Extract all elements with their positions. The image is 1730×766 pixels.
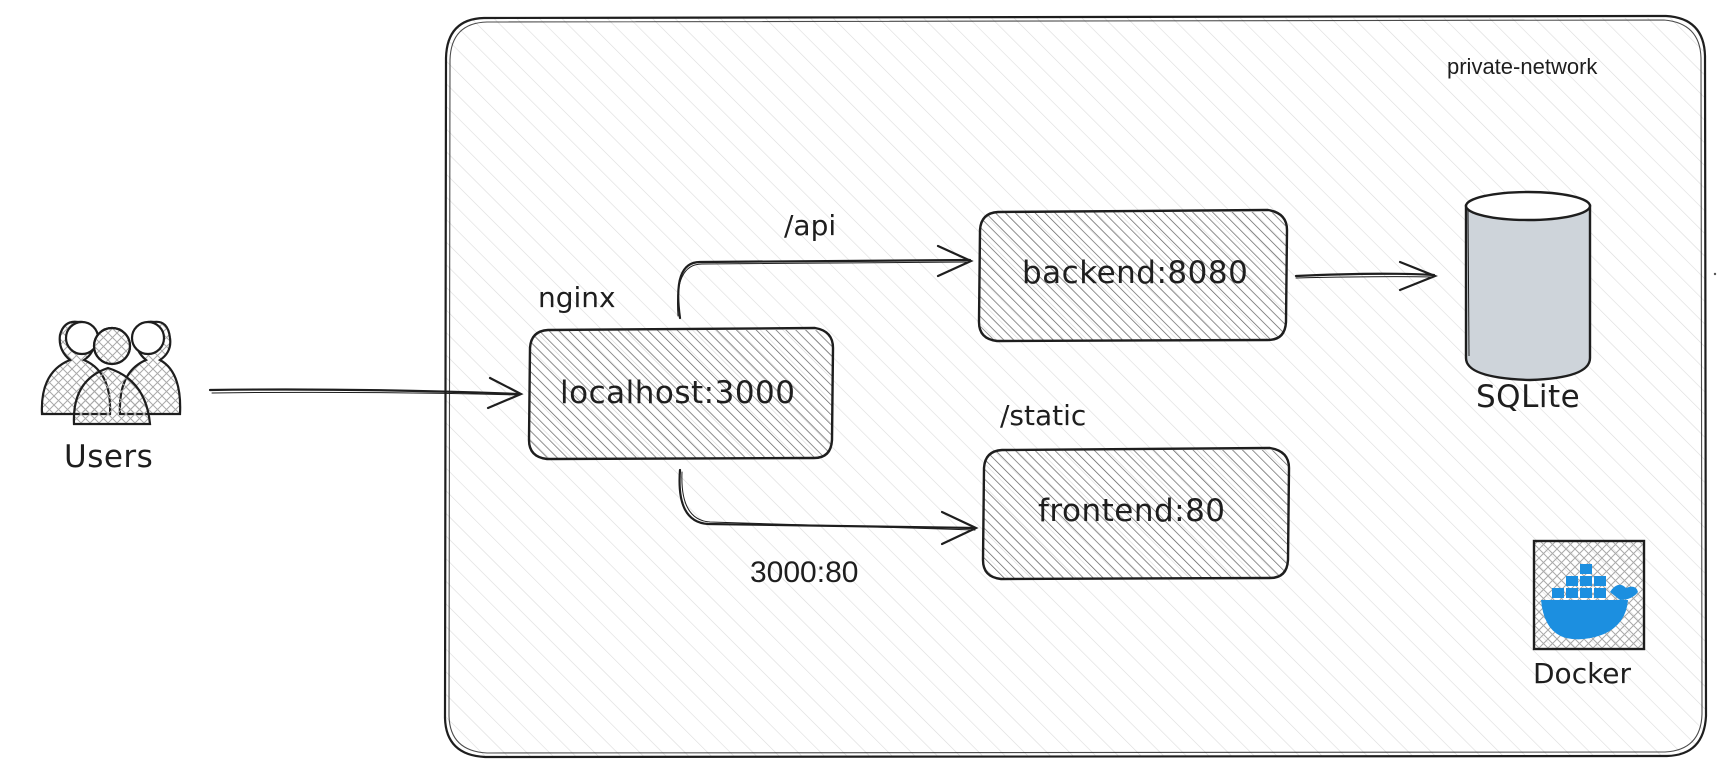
stray-dot [1713, 272, 1717, 276]
database-label: SQLite [1476, 379, 1581, 415]
nginx-label: nginx [538, 281, 616, 314]
arrow-backend-to-database [1294, 260, 1438, 292]
backend-box-label[interactable]: backend:8080 [1022, 255, 1249, 291]
arrow-nginx-to-backend [677, 244, 974, 320]
port-mapping-label: 3000:80 [750, 556, 859, 589]
docker-label: Docker [1533, 657, 1632, 690]
api-route-label: /api [784, 209, 837, 242]
private-network-container [443, 14, 1708, 759]
backend-box[interactable] [977, 208, 1289, 343]
frontend-box-label[interactable]: frontend:80 [1038, 493, 1226, 529]
frontend-box[interactable] [981, 446, 1291, 581]
arrow-nginx-to-frontend [678, 468, 979, 546]
network-label: private-network [1447, 54, 1598, 79]
users-label: Users [64, 439, 154, 475]
docker-logo-icon [1532, 539, 1646, 651]
database-cylinder-icon [1464, 190, 1592, 382]
nginx-box[interactable] [527, 326, 835, 461]
static-route-label: /static [1000, 399, 1087, 432]
arrow-users-to-nginx [208, 376, 524, 410]
nginx-box-label[interactable]: localhost:3000 [560, 375, 796, 411]
users-icon [40, 320, 182, 426]
